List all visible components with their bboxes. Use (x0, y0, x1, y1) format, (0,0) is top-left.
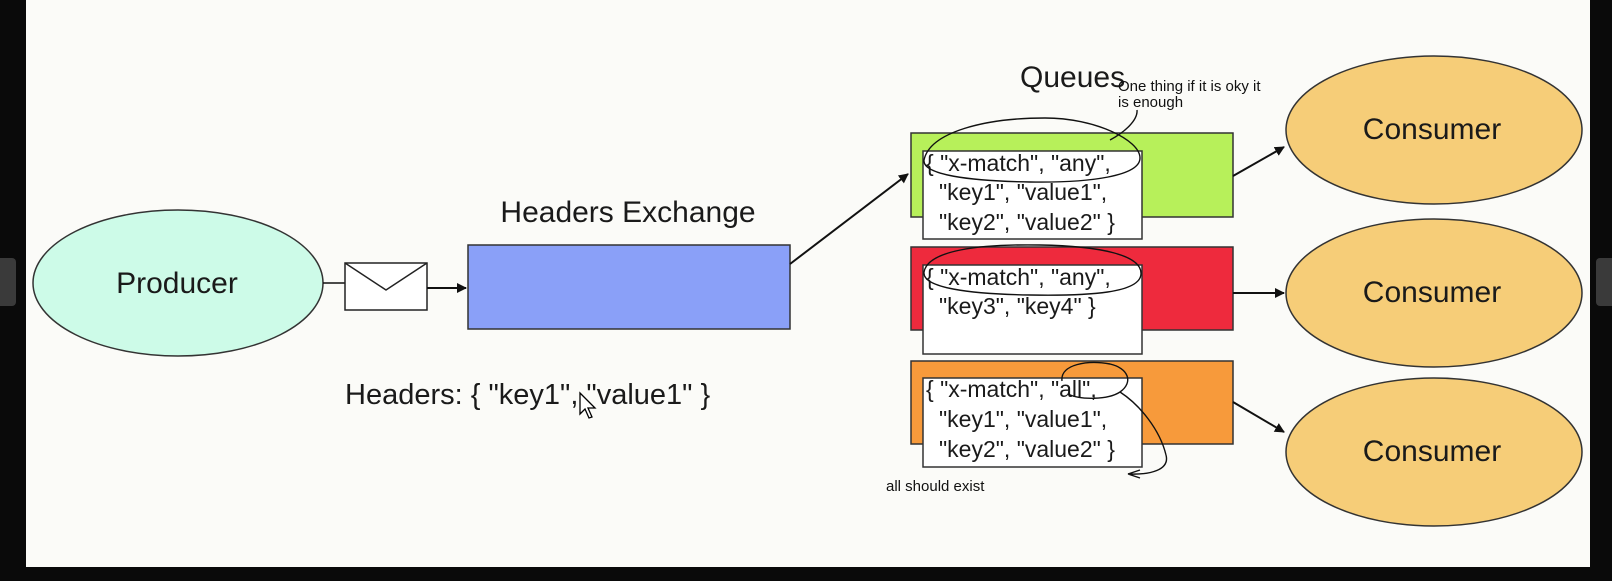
any-note-line2: is enough (1118, 94, 1183, 111)
hand-drawn-annotations (923, 109, 1168, 479)
pointer-to-note (1109, 109, 1138, 141)
binding-line: { "x-match", "any", (926, 264, 1111, 290)
consumer-node (1285, 218, 1583, 368)
envelope-icon (344, 262, 428, 311)
consumer-node (1285, 55, 1583, 205)
consumer-label: Consumer (1363, 113, 1501, 146)
binding-line: "key3", "key4" } (939, 293, 1096, 319)
circle-any-queue1 (923, 117, 1141, 183)
exchange-title: Headers Exchange (500, 196, 755, 229)
circle-any-queue2 (923, 244, 1142, 296)
circle-all-queue3 (1061, 361, 1129, 399)
producer-label: Producer (116, 267, 238, 300)
exchange-box (467, 244, 791, 330)
arrow-exchange-to-queues (789, 173, 909, 265)
arrow-queue1-to-consumer1 (1232, 146, 1285, 177)
consumer-label: Consumer (1363, 276, 1501, 309)
binding-card (922, 264, 1143, 355)
queue-all: { "x-match", "all", "key1", "value1", "k… (910, 360, 1234, 468)
consumer-node (1285, 377, 1583, 527)
arrow-queue3-to-consumer3 (1232, 401, 1285, 433)
binding-line: "key2", "value2" } (939, 436, 1115, 462)
binding-line: { "x-match", "any", (926, 150, 1111, 176)
binding-line: "key2", "value2" } (939, 209, 1115, 235)
left-edge-tab (0, 258, 16, 306)
message-headers: Headers: { "key1", "value1" } (345, 379, 711, 411)
binding-line: { "x-match", "all", (926, 376, 1097, 402)
binding-card (922, 150, 1143, 240)
queues-title: Queues (1020, 61, 1125, 94)
binding-line: "key1", "value1", (939, 179, 1107, 205)
binding-card (922, 377, 1143, 468)
mouse-cursor-icon (579, 391, 597, 419)
binding-line: "key1", "value1", (939, 406, 1107, 432)
queue-any-2: { "x-match", "any", "key3", "key4" } (910, 246, 1234, 355)
right-edge-tab (1596, 258, 1612, 306)
consumer-label: Consumer (1363, 435, 1501, 468)
all-note: all should exist (886, 478, 985, 495)
any-note-line1: One thing if it is oky it (1118, 78, 1261, 95)
pointer-to-all-note (1119, 391, 1168, 479)
queue-any-1: { "x-match", "any", "key1", "value1", "k… (910, 132, 1234, 240)
